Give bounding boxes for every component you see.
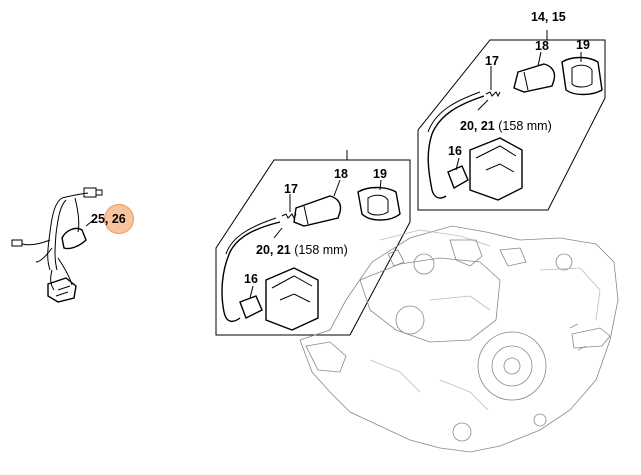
- wiring-harness-drawing: [11, 187, 103, 303]
- top-spark-plug-cap-label[interactable]: 18: [535, 39, 549, 53]
- left-wire-label[interactable]: 20, 21 (158 mm): [256, 243, 348, 257]
- left-wire-length: (158 mm): [294, 243, 348, 257]
- left-kit-box-drawing: [215, 150, 411, 336]
- left-spark-plug-cap-label[interactable]: 18: [334, 167, 348, 181]
- harness-callout-highlight[interactable]: [104, 204, 134, 234]
- top-coil-label[interactable]: 16: [448, 144, 462, 158]
- left-boot-label[interactable]: 19: [373, 167, 387, 181]
- top-boot-label[interactable]: 19: [576, 38, 590, 52]
- top-wire-length: (158 mm): [498, 119, 552, 133]
- top-kit-box-drawing: [417, 30, 606, 211]
- left-spring-label[interactable]: 17: [284, 182, 298, 196]
- engine-block-drawing: [299, 225, 619, 453]
- kit-top-callout-label[interactable]: 14, 15: [531, 10, 566, 24]
- top-wire-number: 20, 21: [460, 119, 495, 133]
- left-coil-label[interactable]: 16: [244, 272, 258, 286]
- left-wire-number: 20, 21: [256, 243, 291, 257]
- top-wire-label[interactable]: 20, 21 (158 mm): [460, 119, 552, 133]
- top-spring-label[interactable]: 17: [485, 54, 499, 68]
- harness-callout-label[interactable]: 25, 26: [91, 212, 126, 226]
